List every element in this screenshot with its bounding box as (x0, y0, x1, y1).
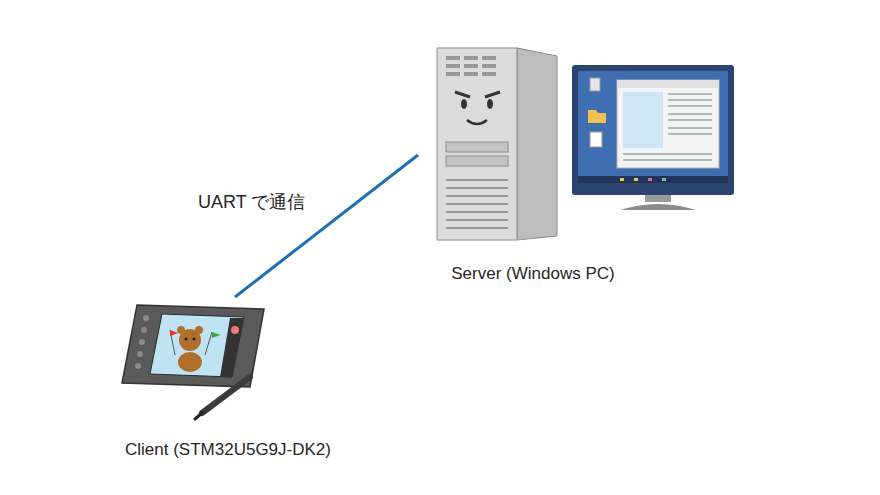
device-node: Client (STM32U5G9J-DK2) (95, 297, 365, 472)
server-tower (437, 48, 557, 240)
edge-label: UART で通信 (198, 192, 305, 214)
monitor (572, 65, 734, 210)
tablet (122, 305, 264, 387)
device-label: Server (Windows PC) (451, 264, 614, 284)
device-node: Server (Windows PC) (418, 40, 746, 295)
device-label: Client (STM32U5G9J-DK2) (125, 440, 331, 460)
uart-line (235, 155, 418, 297)
stylus-pen (195, 377, 250, 419)
